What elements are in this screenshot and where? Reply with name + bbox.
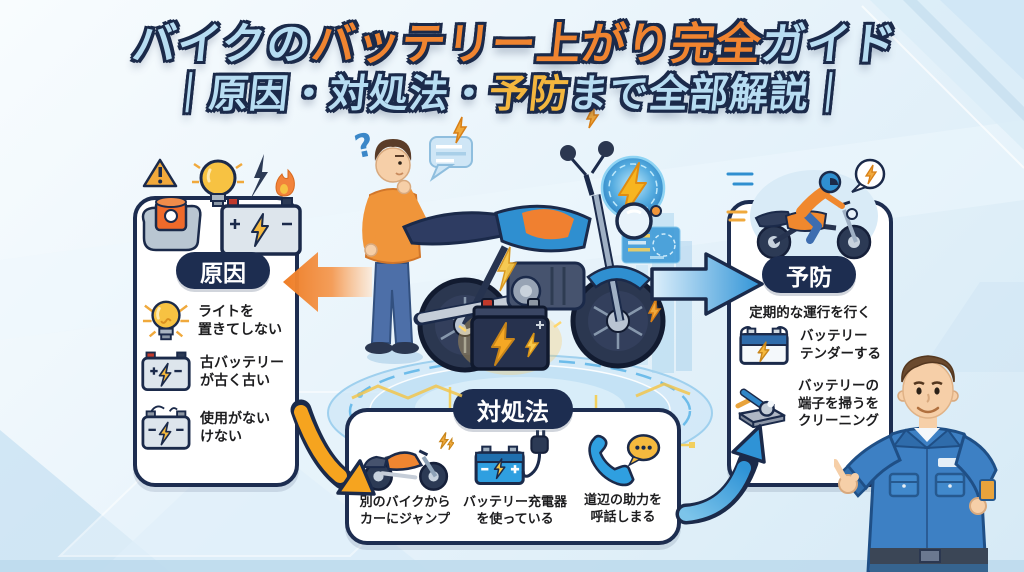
spark-icon bbox=[647, 298, 662, 323]
cause-item-text: ライトを 置きてしない bbox=[198, 303, 282, 338]
solution-item-jump: 別のバイクから カーにジャンプ bbox=[350, 428, 460, 529]
title-segment: バッテリー上がり完全 bbox=[308, 19, 765, 70]
cause-item-light: ライトを 置きてしない bbox=[142, 296, 282, 346]
cause-item-text: 使用がない けない bbox=[200, 410, 270, 445]
flame-icon bbox=[275, 168, 295, 197]
thinking-person: ? bbox=[351, 125, 430, 364]
title-segment: バイクの bbox=[129, 19, 315, 70]
lightning-icon bbox=[250, 154, 268, 200]
prevention-item-text: バッテリー テンダーする bbox=[800, 328, 881, 362]
terminal-cleaning-icon bbox=[735, 388, 786, 429]
dead-battery-icon bbox=[141, 405, 191, 450]
solution-item-text: 道辺の助力を 呼話しまる bbox=[583, 493, 662, 525]
solutions-badge: 対処法 bbox=[453, 389, 573, 429]
spark-icon bbox=[452, 116, 468, 144]
cause-item-unused-battery: 使用がない けない bbox=[140, 404, 270, 452]
mechanic-head bbox=[897, 355, 959, 419]
title-block: バイクのバッテリー上がり完全ガイド ｜原因・対処法・予防まで全部解説｜ bbox=[0, 19, 1024, 118]
title-segment: ｜原因・対処法・ bbox=[166, 72, 492, 118]
spark-bubble-icon bbox=[851, 158, 886, 193]
prevention-item-tender: バッテリー テンダーする bbox=[736, 322, 881, 370]
title-segment: 予防 bbox=[486, 72, 572, 118]
title-line-2: ｜原因・対処法・予防まで全部解説｜ bbox=[0, 72, 1023, 118]
prevention-item-clean: バッテリーの 端子を掃うを クリーニング bbox=[734, 378, 879, 431]
solution-item-call: 道辺の助力を 呼話しまる bbox=[568, 430, 678, 527]
phone-call-icon bbox=[588, 434, 661, 487]
cause-item-text: 古バッテリー が古く古い bbox=[200, 354, 284, 389]
battery-charger-plug-icon bbox=[474, 430, 549, 486]
prevention-badge: 予防 bbox=[762, 256, 856, 293]
solution-item-text: バッテリー充電器 を使っている bbox=[462, 495, 567, 527]
cause-item-old-battery: 古バッテリー が古く古い bbox=[140, 350, 284, 394]
solution-item-text: 別のバイクから カーにジャンプ bbox=[359, 495, 451, 527]
prevention-intro: 定期的な運行を行く bbox=[749, 305, 871, 321]
old-battery-icon bbox=[141, 351, 191, 392]
question-mark: ? bbox=[351, 125, 377, 166]
jump-start-motorcycle-icon bbox=[362, 432, 454, 491]
solution-item-charger: バッテリー充電器 を使っている bbox=[460, 430, 570, 529]
solutions-badge-label: 対処法 bbox=[477, 397, 549, 426]
title-segment: ガイド bbox=[758, 19, 900, 70]
spark-icon bbox=[585, 104, 600, 129]
lightbulb-icon bbox=[142, 300, 190, 341]
causes-badge-label: 原因 bbox=[200, 260, 246, 287]
causes-badge: 原因 bbox=[176, 252, 270, 289]
title-segment: まで全部解説｜ bbox=[566, 72, 852, 118]
motorcycle bbox=[401, 141, 666, 373]
chat-bubble-icon bbox=[429, 136, 473, 182]
prevention-item-text: バッテリーの 端子を掃うを クリーニング bbox=[798, 378, 879, 430]
prevention-badge-label: 予防 bbox=[786, 264, 832, 291]
dead-battery bbox=[458, 298, 562, 375]
tech-card bbox=[621, 226, 681, 264]
warning-triangle-icon bbox=[142, 158, 178, 188]
lightning-emblem-icon bbox=[600, 155, 666, 221]
title-line-1: バイクのバッテリー上がり完全ガイド bbox=[0, 19, 1024, 70]
battery-tender-icon bbox=[739, 326, 789, 365]
